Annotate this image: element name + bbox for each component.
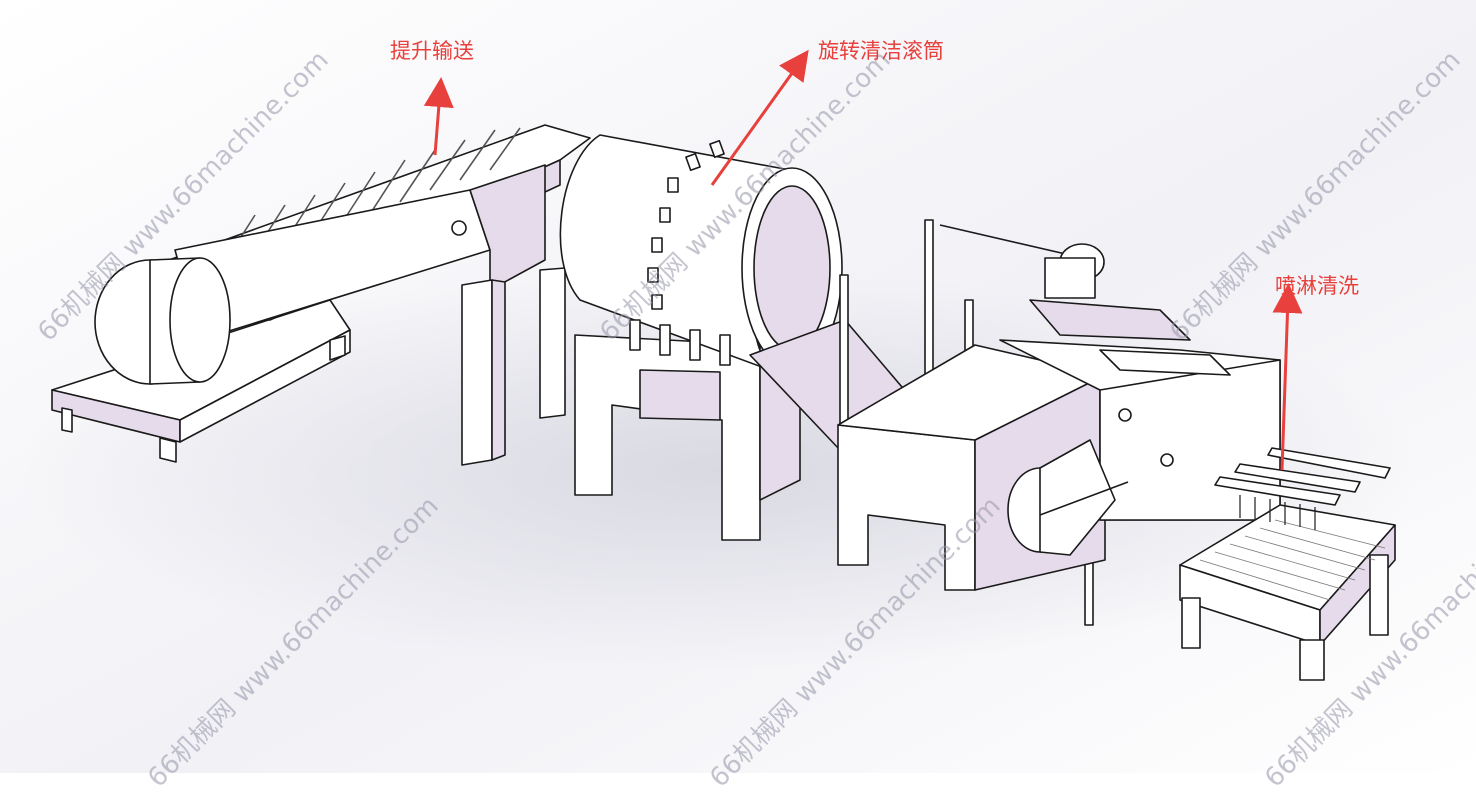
- drive-shaft: [939, 224, 1071, 256]
- lift-conveyor: [51, 124, 591, 466]
- belt-roller: [1029, 299, 1191, 341]
- conveyor-leg: [539, 267, 566, 419]
- label-lift-conveyor: 提升输送: [390, 39, 474, 63]
- conveyor-end-block: [469, 164, 546, 291]
- spray-bar: [1214, 476, 1341, 506]
- base-leg: [159, 437, 177, 463]
- spray-bar: [1234, 463, 1361, 493]
- machine-drawing: [0, 0, 1476, 773]
- arrow-lift-conveyor: [423, 77, 454, 156]
- drum-stand-inner: [639, 369, 721, 421]
- pump-motor-body: [1039, 439, 1116, 556]
- drive-motor-body: [1044, 257, 1096, 299]
- conveyor-leg-side: [491, 279, 506, 461]
- tray-leg: [1181, 597, 1201, 649]
- conveyor-leg: [461, 279, 493, 466]
- base-leg: [329, 335, 346, 361]
- conveyor-base-side: [179, 329, 351, 443]
- annotation-arrows: [423, 49, 1303, 471]
- arrow-rotary-drum: [710, 49, 809, 186]
- motor-drum-end: [169, 257, 231, 383]
- cabinet-bolt: [1160, 453, 1174, 467]
- arrow-spray-wash: [1272, 283, 1303, 471]
- pump-belt: [1039, 481, 1129, 516]
- cabinet-bolt: [1118, 408, 1132, 422]
- wash-machine: [837, 219, 1281, 626]
- belt-roller: [1099, 349, 1231, 376]
- label-rotary-drum: 旋转清洁滚筒: [818, 39, 944, 63]
- base-leg: [61, 407, 73, 433]
- pivot-bolt: [451, 220, 467, 236]
- guide-post: [839, 274, 849, 431]
- drum-interior: [753, 185, 831, 351]
- spray-bar: [1267, 447, 1391, 479]
- spray-wash-unit: [1179, 447, 1396, 681]
- tray-leg: [1369, 554, 1389, 636]
- tray-leg: [1299, 639, 1325, 681]
- label-spray-wash: 喷淋清洗: [1275, 274, 1359, 298]
